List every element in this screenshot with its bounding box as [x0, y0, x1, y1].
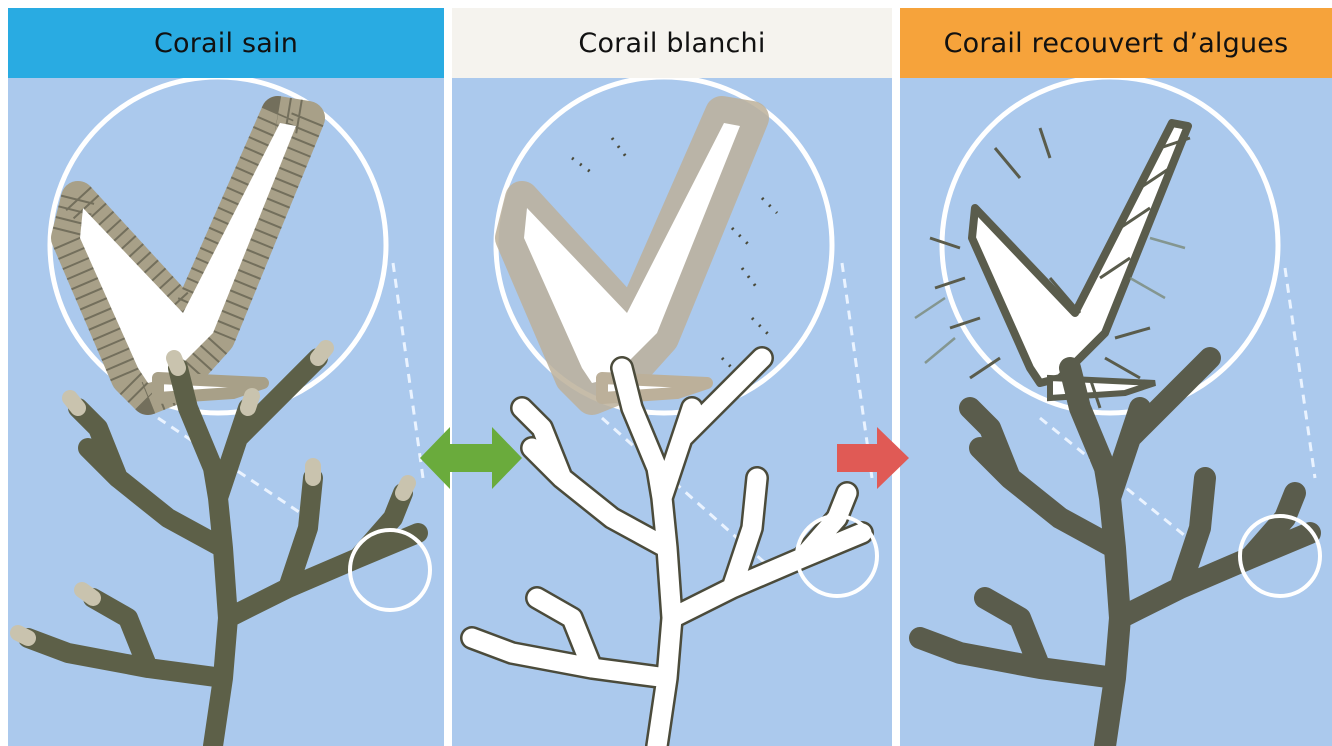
coral-tree [920, 358, 1310, 746]
coral-branches [28, 358, 418, 746]
panel-algae-coral: Corail recouvert d’algues [900, 8, 1332, 746]
magnified-view [50, 78, 386, 413]
panel-header: Corail blanchi [452, 8, 892, 78]
magnified-view [915, 78, 1278, 413]
right-arrow-icon [837, 427, 909, 489]
magnified-view [496, 78, 832, 413]
panel-healthy-coral: Corail sain [8, 8, 444, 746]
coral-illustration [8, 78, 444, 746]
panel-title: Corail recouvert d’algues [944, 28, 1289, 59]
coral-branches [472, 358, 862, 746]
coral-illustration [452, 78, 892, 746]
panel-header: Corail recouvert d’algues [900, 8, 1332, 78]
coral-illustration [900, 78, 1332, 746]
panel-title: Corail blanchi [578, 28, 765, 59]
panel-header: Corail sain [8, 8, 444, 78]
coral-tree [472, 358, 862, 746]
panel-title: Corail sain [154, 28, 298, 59]
panel-bleached-coral: Corail blanchi [452, 8, 892, 746]
double-arrow-icon [420, 427, 522, 489]
coral-branches [920, 358, 1310, 746]
